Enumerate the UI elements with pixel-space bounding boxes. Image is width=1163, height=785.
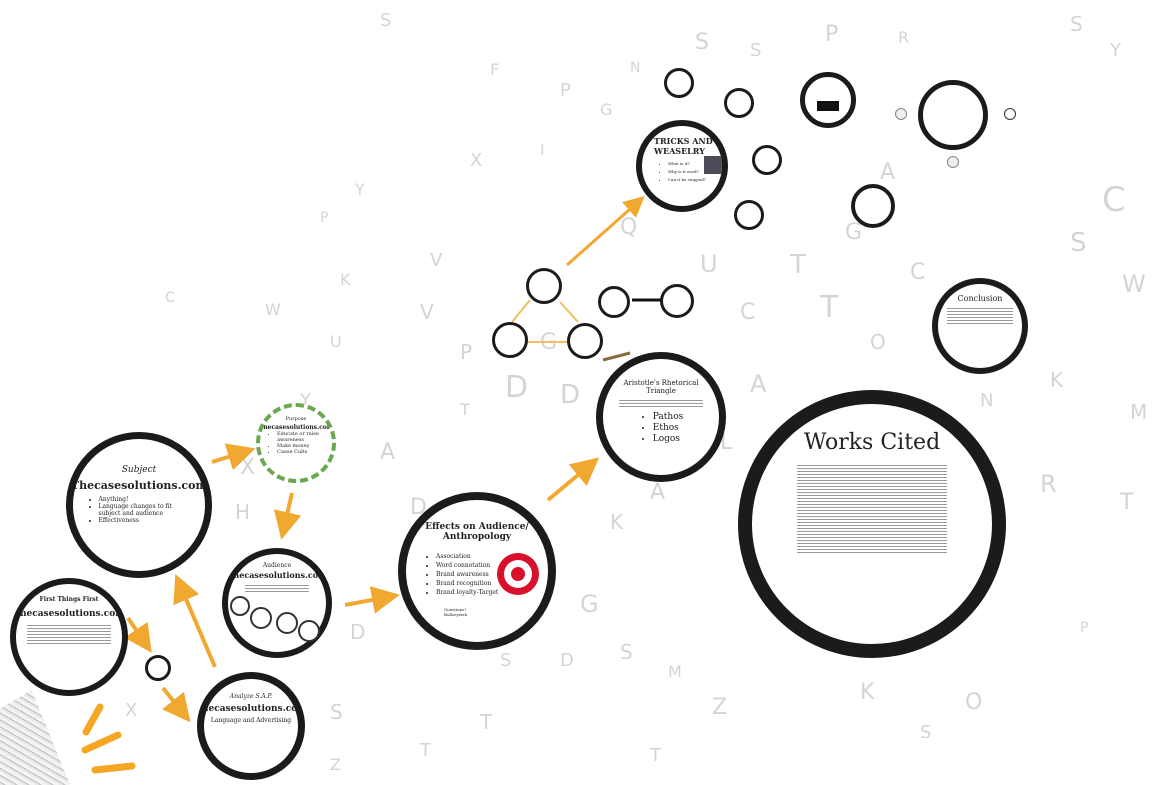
tricks-node[interactable]: TRICKS AND WEASELRY What is it? Why is i… [636,120,728,212]
analyze-heading: Analyze S.A.P. [229,693,273,700]
subject-item: Anything! [99,496,194,503]
purpose-item: Cause Cults [277,449,329,455]
purpose-node[interactable]: Purpose Thecasesolutions.com Educate or … [256,403,336,483]
rhetoric-item: Logos [653,434,683,445]
works-cited-title: Works Cited [803,430,941,455]
effects-footer: Questions? Bullseyeish [444,607,468,617]
works-cited-node[interactable]: Works Cited [738,390,1006,658]
first-things-paragraph [27,623,111,646]
effects-list: Association Word connotation Brand aware… [422,552,498,597]
first-things-node[interactable]: First Things First Thecasesolutions.com [10,578,128,696]
satellite-dot[interactable] [947,156,959,168]
rhetoric-desc [619,398,703,409]
subject-node[interactable]: Subject Thecasesolutions.com Anything! L… [66,432,212,578]
tricks-item: What is it? [668,160,706,168]
satellite-node[interactable] [752,145,782,175]
satellite-image [817,101,839,111]
subject-heading: Subject [121,465,157,475]
tricks-image [704,156,722,174]
conclusion-text [947,306,1013,326]
purpose-item: Educate or raise awareness [277,431,329,443]
rhetoric-item: Pathos [653,412,683,423]
effects-item: Brand awareness [436,570,498,579]
satellite-node[interactable] [918,80,988,150]
satellite-node[interactable] [664,68,694,98]
satellite-dot[interactable] [895,108,907,120]
effects-item: Brand loyalty-Target [436,588,498,597]
analyze-node[interactable]: Analyze S.A.P. Thecasesolutions.com Lang… [197,672,305,780]
pair-node-right[interactable] [660,284,694,318]
satellite-node[interactable] [800,72,856,128]
audience-title: Thecasesolutions.com [227,570,327,580]
audience-notes [245,583,309,594]
first-things-title: First Things First [39,596,99,603]
purpose-title: Thecasesolutions.com [258,424,334,431]
effects-item: Word connotation [436,561,498,570]
conclusion-title: Conclusion [957,294,1003,303]
audience-sub-node-4[interactable] [298,620,320,642]
analyze-title: Thecasesolutions.com [197,704,305,714]
subject-title: Thecasesolutions.com [70,479,208,492]
analyze-subtitle: Language and Advertising [210,717,292,724]
effects-item: Association [436,552,498,561]
satellite-dot[interactable] [1004,108,1016,120]
tricks-list: What is it? Why is it used? Can it be st… [654,160,706,184]
rhetoric-item: Ethos [653,423,683,434]
conclusion-node[interactable]: Conclusion [932,278,1028,374]
audience-sub-node-3[interactable] [276,612,298,634]
effects-node[interactable]: Effects on Audience/ Anthropology Associ… [398,492,556,650]
audience-sub-node-1[interactable] [230,596,250,616]
first-things-subtitle: Thecasesolutions.com [13,609,125,619]
purpose-heading: Purpose [285,416,307,422]
subject-list: Anything! Language changes to fit subjec… [85,496,194,524]
rhetoric-list: Pathos Ethos Logos [639,412,683,445]
satellite-node[interactable] [724,88,754,118]
satellite-node[interactable] [851,184,895,228]
tricks-item: Can it be stopped? [668,176,706,184]
purpose-list: Educate or raise awareness Make money Ca… [263,431,329,455]
tricks-item: Why is it used? [668,168,706,176]
rhetoric-node[interactable]: Aristotle's Rhetorical Triangle Pathos E… [596,352,726,482]
purpose-item: Make money [277,443,329,449]
effects-title: Effects on Audience/ Anthropology [425,522,529,542]
audience-sub-node-2[interactable] [250,607,272,629]
pair-node-left[interactable] [598,286,630,318]
triangle-node-right[interactable] [567,323,603,359]
subject-item: Effectiveness [99,517,194,524]
effects-item: Brand recognition [436,579,498,588]
triangle-node-top[interactable] [526,268,562,304]
small-connector-node[interactable] [145,655,171,681]
tricks-title: TRICKS AND WEASELRY [654,136,713,156]
works-cited-entries [797,463,947,555]
triangle-node-left[interactable] [492,322,528,358]
audience-heading: Audience [262,562,292,569]
subject-item: Language changes to fit subject and audi… [99,503,194,517]
satellite-node[interactable] [734,200,764,230]
rhetoric-title: Aristotle's Rhetorical Triangle [623,379,699,395]
target-logo-icon [497,553,539,595]
